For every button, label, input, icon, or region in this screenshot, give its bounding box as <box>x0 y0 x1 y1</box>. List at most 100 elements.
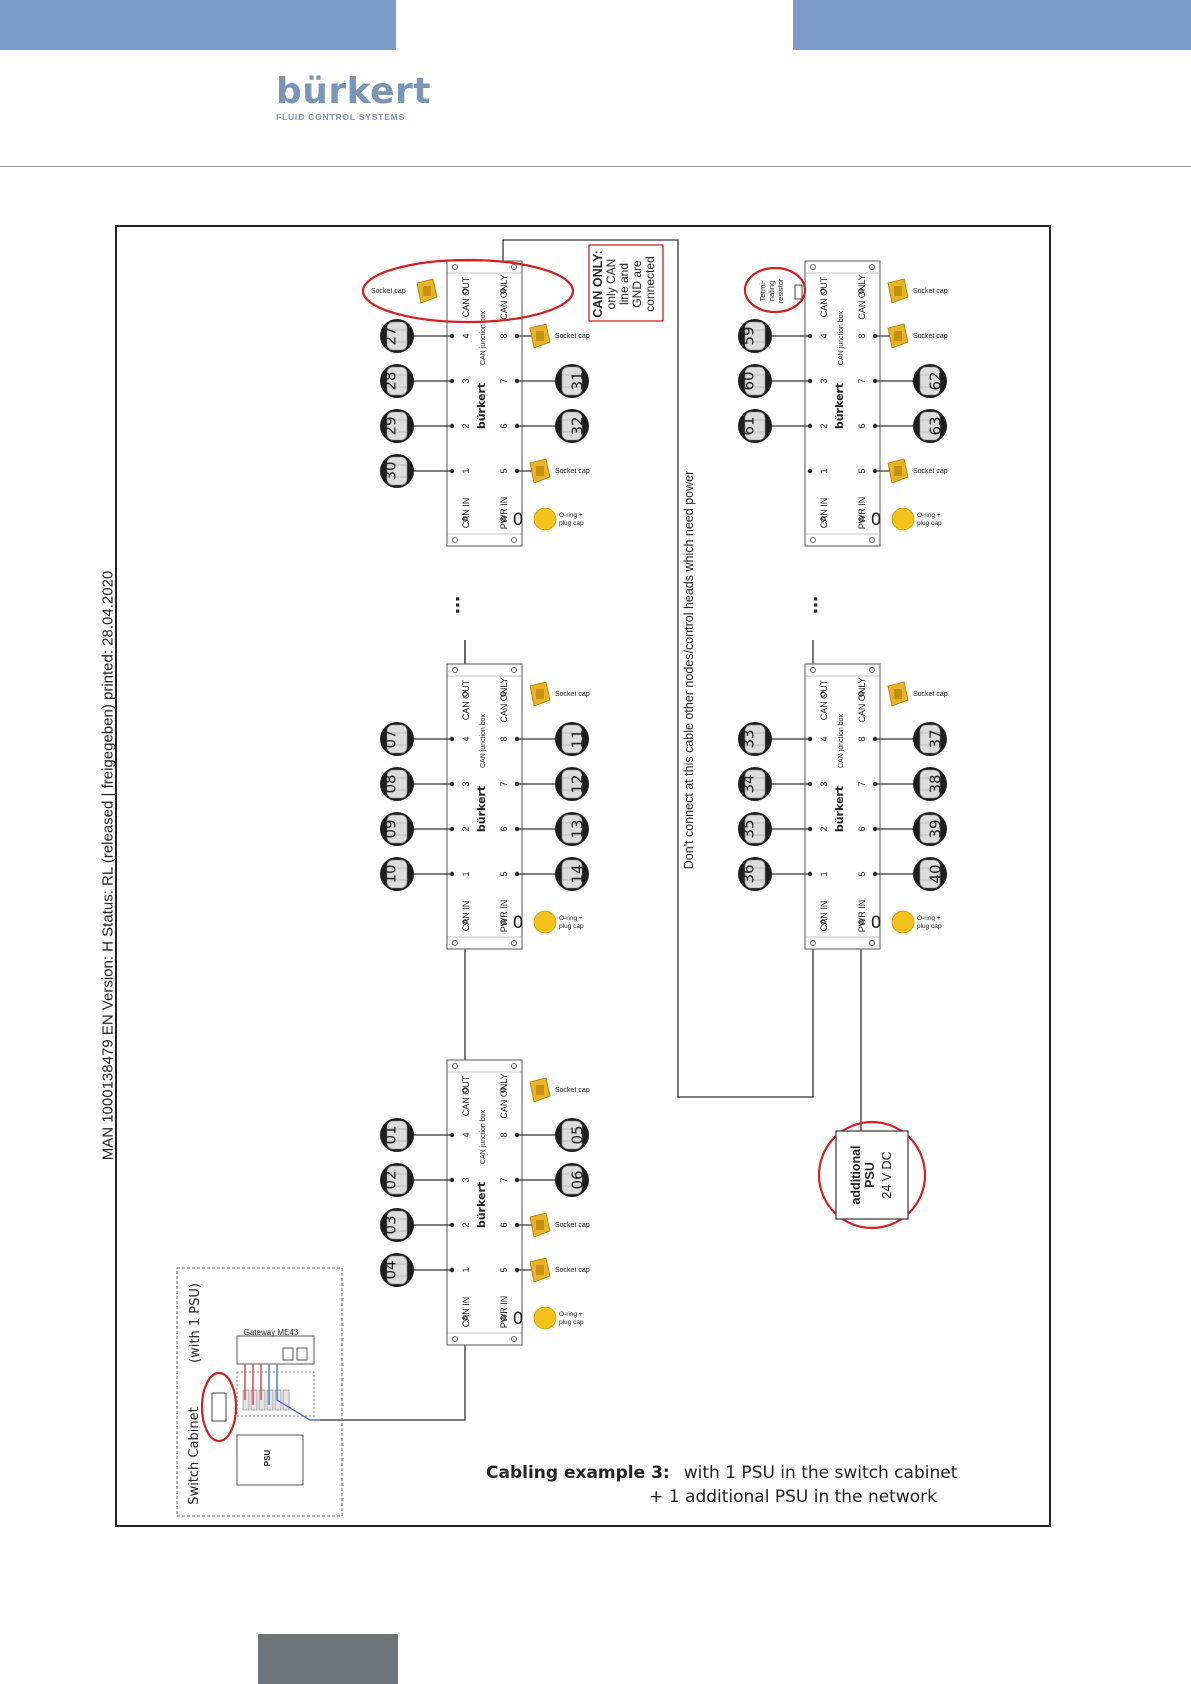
port-number: 6 <box>857 826 867 831</box>
highlight-can-only <box>361 258 575 324</box>
socket-cap: Socket cap <box>529 681 590 707</box>
port-number: 8 <box>857 736 867 741</box>
port-pin-can-out <box>462 691 468 697</box>
oring-label: plug cap <box>917 923 942 930</box>
port-number: 5 <box>499 1267 509 1272</box>
control-head-node: 09 <box>380 812 414 846</box>
terminator-resistor-icon <box>794 284 803 300</box>
brand-logo: bürkert FLUID CONTROL SYSTEMS <box>276 74 431 123</box>
port-pin-pwr-in <box>500 516 506 522</box>
socket-cap: Socket cap <box>529 458 590 484</box>
socket-cap-label: Socket cap <box>555 691 590 698</box>
cable-cabinet <box>320 1319 466 1421</box>
node-number: 12 <box>569 774 587 793</box>
node-number: 60 <box>740 371 758 390</box>
additional-psu-box <box>835 1130 909 1220</box>
node-dome <box>561 1165 583 1195</box>
mount-hole <box>511 537 517 543</box>
node-dome <box>386 1255 408 1285</box>
socket-cap: Socket cap <box>887 681 948 707</box>
node-dome <box>919 814 941 844</box>
mount-hole <box>869 537 875 543</box>
node-number: 28 <box>382 371 400 390</box>
control-head-node: 04 <box>380 1253 414 1287</box>
port-label-can-out: CAN OUT <box>461 276 471 317</box>
port-number: 1 <box>461 1267 471 1272</box>
port-label-can-in: CAN IN <box>461 498 471 529</box>
junction-box-label: CAN junction box <box>480 310 487 365</box>
node-number: 30 <box>382 461 400 480</box>
mount-hole <box>452 667 458 673</box>
port-number: 6 <box>499 423 509 428</box>
port-number: 4 <box>461 736 471 741</box>
node-dome <box>561 859 583 889</box>
port-label-can-only: CAN ONLY <box>499 677 509 722</box>
node-number: 62 <box>927 371 945 390</box>
port-pin-can-in <box>462 1315 468 1321</box>
cabinet-psu-label-small: PSU <box>263 1450 272 1467</box>
highlight-cabinet-fuse <box>200 1371 238 1443</box>
highlight-terminator <box>743 266 807 314</box>
port-pin-can-only <box>500 1087 506 1093</box>
mount-hole <box>452 1336 458 1342</box>
socket-cap-icon-inner <box>894 286 902 296</box>
port-number: 3 <box>461 1177 471 1182</box>
socket-cap-label: Socket cap <box>913 288 948 295</box>
control-head-node: 40 <box>913 857 947 891</box>
control-head-node: 14 <box>555 857 589 891</box>
socket-cap-icon-inner <box>536 1220 544 1230</box>
node-dome <box>744 411 766 441</box>
socket-cap: Socket cap <box>529 1257 590 1283</box>
port-label-pwr-in: PWR IN <box>499 900 509 933</box>
control-head-node: 12 <box>555 767 589 801</box>
port-number: 5 <box>499 871 509 876</box>
port-number: 6 <box>857 423 867 428</box>
port-number: 4 <box>819 736 829 741</box>
socket-cap-icon-inner <box>894 466 902 476</box>
port-label-pwr-in: PWR IN <box>857 900 867 933</box>
control-head-node: 60 <box>738 364 772 398</box>
mount-hole <box>869 667 875 673</box>
node-number: 09 <box>382 819 400 838</box>
junction-box-outline <box>446 1059 523 1346</box>
node-dome <box>386 366 408 396</box>
plug-cap-icon <box>891 910 915 934</box>
node-dome <box>919 769 941 799</box>
oring-label: O-ring + <box>559 1311 583 1318</box>
control-head-node: 34 <box>738 767 772 801</box>
node-number: 37 <box>927 729 945 748</box>
oring-zero: 0 <box>871 510 882 530</box>
oring-label: plug cap <box>559 1319 584 1326</box>
control-head-node: 62 <box>913 364 947 398</box>
terminal <box>258 1389 266 1411</box>
port-label-pwr-in: PWR IN <box>499 1296 509 1329</box>
node-number: 07 <box>382 729 400 748</box>
caption-line-1: with 1 PSU in the switch cabinet <box>683 1463 958 1483</box>
port-pin-pwr-in <box>858 516 864 522</box>
socket-cap-icon-inner <box>894 689 902 699</box>
oring-label: O-ring + <box>559 915 583 922</box>
switch-cabinet: Switch Cabinet(with 1 PSU)Gateway ME43PS… <box>176 1267 343 1517</box>
node-number: 32 <box>569 416 587 435</box>
node-number: 63 <box>927 416 945 435</box>
port-number: 2 <box>461 423 471 428</box>
caption-label: Cabling example 3: <box>486 1463 670 1483</box>
port-pin-can-only <box>500 288 506 294</box>
control-head-node: 07 <box>380 722 414 756</box>
control-head-node: 37 <box>913 722 947 756</box>
node-number: 11 <box>569 729 587 748</box>
node-dome <box>386 411 408 441</box>
port-number: 8 <box>499 736 509 741</box>
mount-hole <box>810 940 816 946</box>
node-number: 13 <box>569 819 587 838</box>
cabinet-psu-label: (with 1 PSU) <box>188 1283 203 1363</box>
annotations: ......Don't connect at this cable other … <box>176 244 927 1517</box>
port-pin-can-out <box>820 288 826 294</box>
junction-box-outline <box>446 260 523 547</box>
socket-cap-label: Socket cap <box>555 1267 590 1274</box>
control-head-node: 31 <box>555 364 589 398</box>
